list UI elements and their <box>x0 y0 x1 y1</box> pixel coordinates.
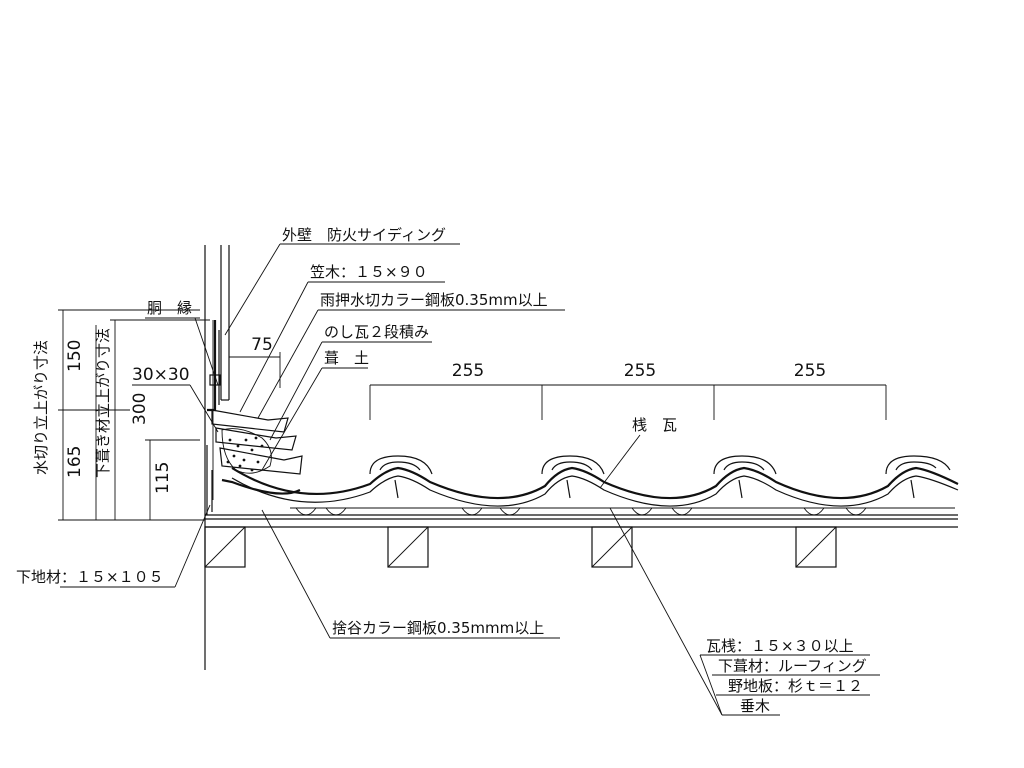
dim-165-label: 165 <box>65 446 85 478</box>
rafter <box>591 526 633 568</box>
rafter <box>795 526 837 568</box>
outer-wall <box>204 245 230 670</box>
roof-tiles <box>231 455 959 507</box>
kawarazan-label: 瓦桟：１５×３０以上 <box>706 637 854 655</box>
fukitsuchi-label: 葺 土 <box>324 349 369 367</box>
spacing-label: 255 <box>794 361 826 381</box>
tile-battens <box>295 507 867 516</box>
roof-base <box>205 507 958 528</box>
batten-size-label: 30×30 <box>132 365 190 385</box>
amaosae-label: 雨押水切カラー鋼板0.35mm以上 <box>320 291 548 309</box>
outer-wall-label: 外壁 防火サイディング <box>282 226 446 244</box>
dim-300-label: 300 <box>130 393 150 425</box>
dim-75-label: 75 <box>251 335 273 355</box>
leader-lines <box>60 243 880 716</box>
shitabuki-label: 下葺材：ルーフィング <box>718 657 867 675</box>
sutedani-label: 捨谷カラー鋼板0.35mmm以上 <box>332 619 544 637</box>
spacing-label: 255 <box>452 361 484 381</box>
noshi-label: のし瓦２段積み <box>324 323 429 341</box>
nojiita-label: 野地板：杉ｔ＝１２ <box>728 677 863 695</box>
dim-115-label: 115 <box>153 462 173 494</box>
dim-75: 75 <box>229 335 281 388</box>
shitaji-label: 下地材：１５×１０５ <box>16 568 164 586</box>
rafters <box>204 526 837 568</box>
sanga-label: 桟 瓦 <box>632 416 677 434</box>
mizukiri-label: 水切り立上がり寸法 <box>32 340 50 475</box>
spacing-label: 255 <box>624 361 656 381</box>
shitabuki-tachiagari-label: 下葺き材立上がり寸法 <box>94 328 112 478</box>
noshi-tiles <box>211 409 303 475</box>
spacing-dimensions: 255 255 255 <box>369 361 887 420</box>
kasagi-label: 笠木：１５×９０ <box>310 263 428 281</box>
taruki-label: 垂木 <box>740 697 770 715</box>
rafter <box>204 526 246 568</box>
rafter <box>387 526 429 568</box>
height-dimensions <box>58 309 210 521</box>
dim-150-label: 150 <box>65 340 85 372</box>
mortar-fill <box>221 428 272 474</box>
labels: 外壁 防火サイディング 笠木：１５×９０ 雨押水切カラー鋼板0.35mm以上 の… <box>16 226 867 715</box>
vertical-labels: 水切り立上がり寸法 下葺き材立上がり寸法 150 165 300 115 <box>32 328 173 494</box>
dobuchi-label: 胴 縁 <box>147 299 192 317</box>
